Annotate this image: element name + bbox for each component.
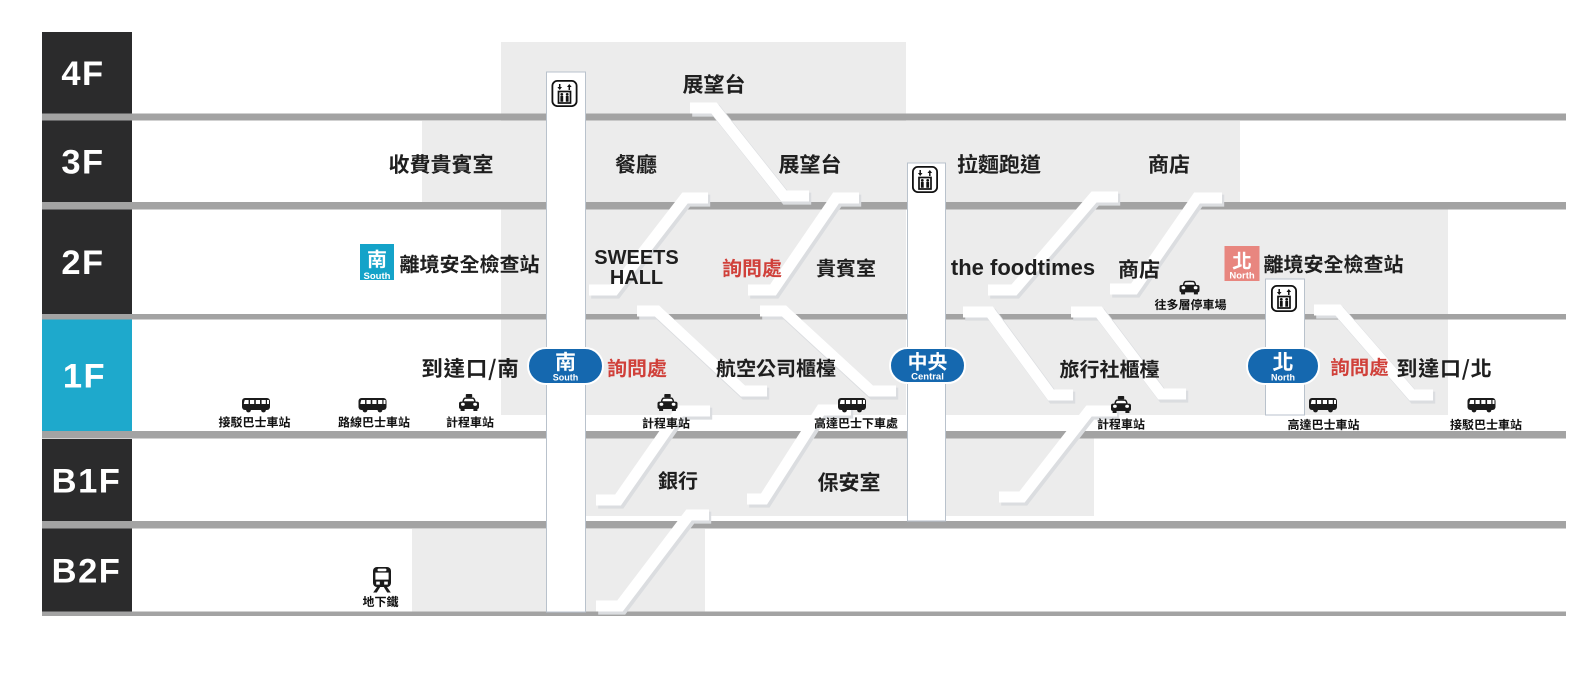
svg-text:2F: 2F: [61, 244, 104, 282]
svg-text:North: North: [1229, 271, 1255, 282]
svg-text:4F: 4F: [61, 55, 104, 93]
svg-text:3F: 3F: [61, 144, 104, 182]
svg-text:South: South: [553, 373, 579, 383]
svg-text:SWEETS: SWEETS: [594, 247, 678, 269]
svg-text:the foodtimes: the foodtimes: [951, 255, 1095, 280]
svg-text:B1F: B1F: [52, 462, 122, 500]
svg-text:B2F: B2F: [52, 552, 122, 590]
svg-text:North: North: [1271, 373, 1295, 383]
svg-text:1F: 1F: [63, 358, 106, 396]
svg-text:HALL: HALL: [610, 267, 663, 289]
svg-text:Central: Central: [911, 372, 944, 383]
svg-text:South: South: [364, 271, 391, 282]
